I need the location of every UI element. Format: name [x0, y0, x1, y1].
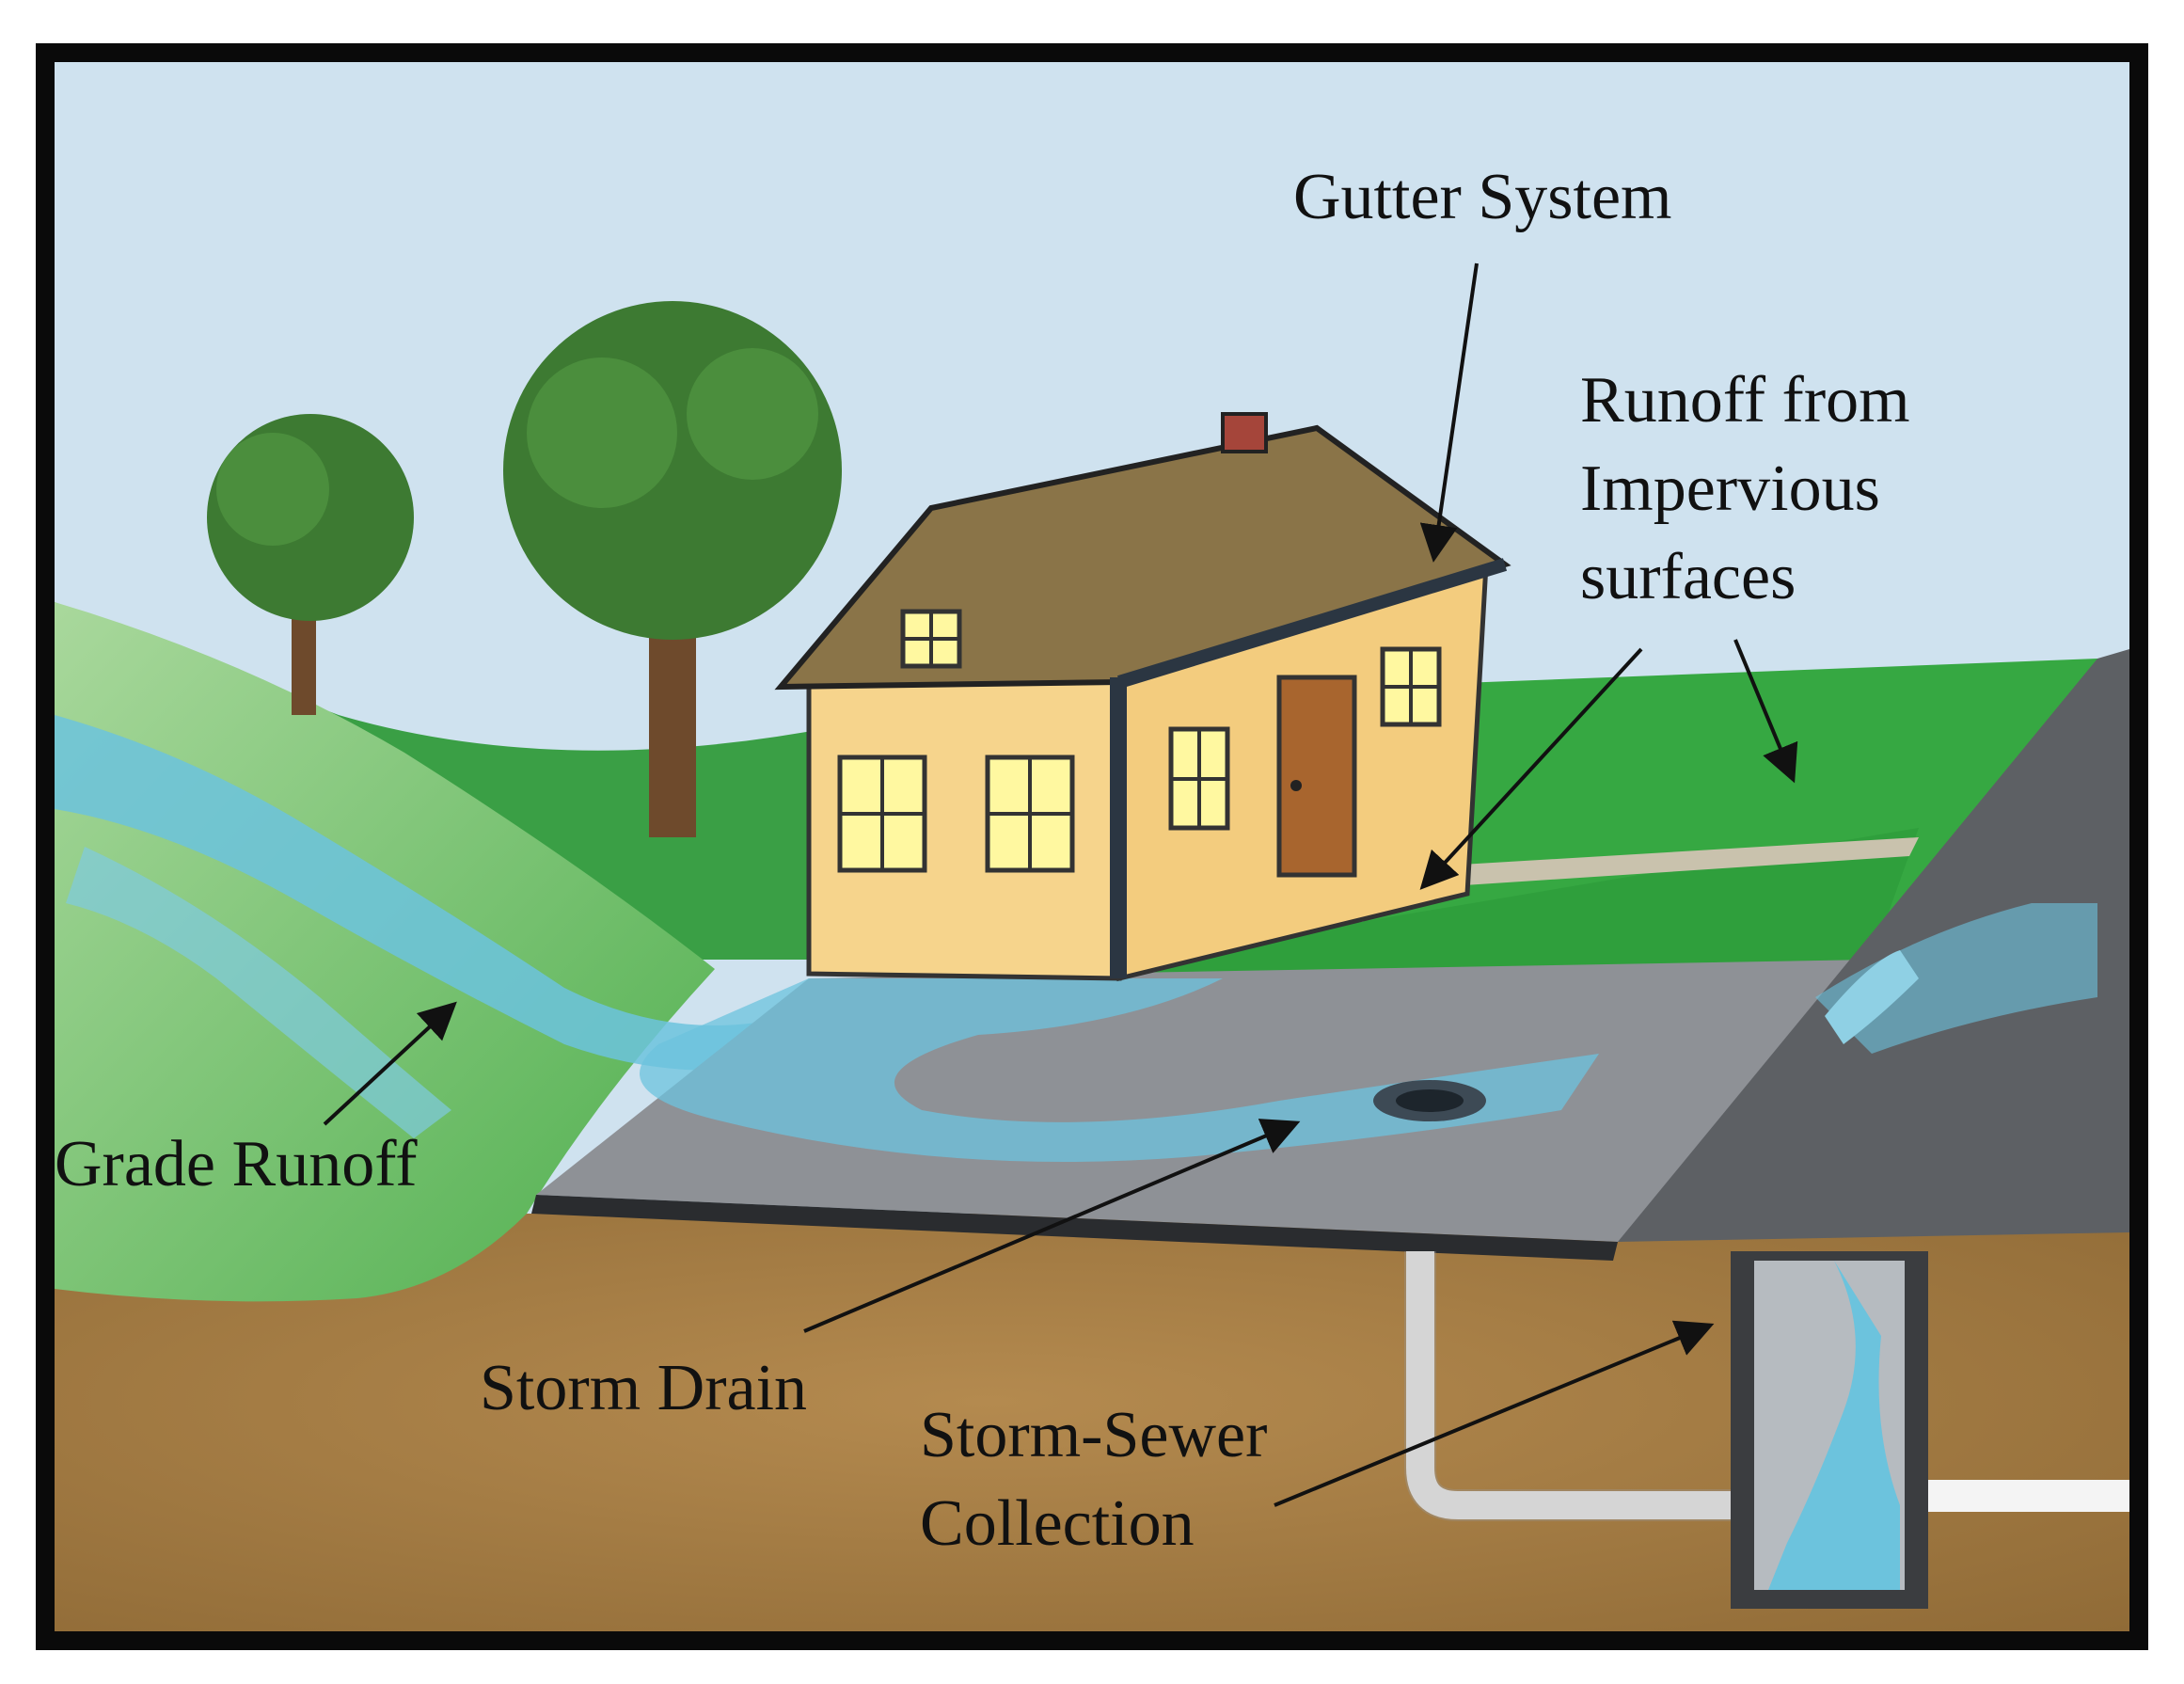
- window: [1380, 646, 1442, 727]
- window: [837, 755, 927, 873]
- label-runoff-line2: Impervious: [1580, 453, 1880, 525]
- window: [1168, 726, 1230, 831]
- door-knob: [1290, 780, 1302, 791]
- label-storm-drain: Storm Drain: [480, 1352, 807, 1424]
- annotation-arrows: [323, 262, 1798, 1507]
- chimney: [1221, 412, 1268, 453]
- left-hill: [55, 602, 715, 1302]
- label-runoff-line1: Runoff from: [1580, 364, 1910, 437]
- street-water: [1815, 903, 2097, 1054]
- arrow-grade-runoff: [323, 1001, 457, 1126]
- front-door: [1276, 675, 1357, 878]
- arrow-runoff-lawn-2: [1733, 639, 1798, 784]
- label-runoff-line3: surfaces: [1580, 541, 1796, 613]
- curb-inlet: [1825, 950, 1919, 1044]
- arrow-runoff-lawn: [1419, 647, 1643, 890]
- label-grade-runoff: Grade Runoff: [55, 1128, 418, 1200]
- collection-water: [1768, 1261, 1900, 1590]
- label-sewer-line1: Storm-Sewer: [920, 1399, 1267, 1471]
- house: [774, 412, 1511, 982]
- pavement-water: [640, 978, 1599, 1162]
- grade-runoff-water: [55, 715, 828, 1071]
- large-tree: [503, 301, 842, 837]
- gutter: [1116, 558, 1508, 689]
- storm-drain-grate-inner: [1396, 1089, 1464, 1112]
- arrow-storm-drain: [803, 1119, 1301, 1333]
- arrow-storm-sewer: [1274, 1320, 1715, 1507]
- small-tree: [207, 414, 414, 715]
- window: [900, 609, 962, 669]
- street: [1618, 649, 2129, 1242]
- label-sewer-line2: Collection: [920, 1487, 1195, 1560]
- downspout: [1110, 677, 1127, 978]
- diagram-scene: [55, 62, 2129, 1631]
- curb: [531, 1195, 1618, 1261]
- label-gutter-system: Gutter System: [1293, 161, 1671, 233]
- grade-runoff-water-2: [66, 847, 451, 1138]
- arrow-gutter-system: [1419, 262, 1479, 563]
- lateral-pipe-outline: [1404, 1251, 1749, 1521]
- window: [985, 755, 1075, 873]
- lateral-pipe: [1406, 1251, 1749, 1519]
